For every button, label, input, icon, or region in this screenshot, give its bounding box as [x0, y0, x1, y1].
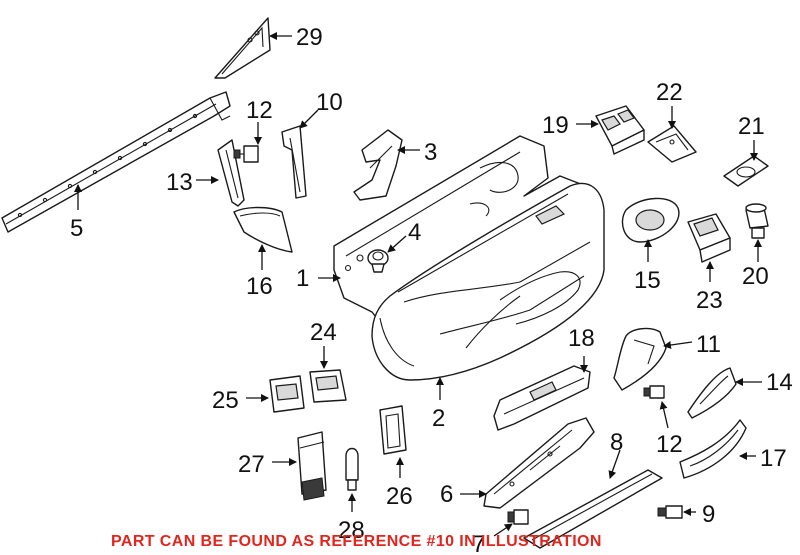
- callout-9: 9: [702, 501, 715, 528]
- part-14-handle-cover: [687, 367, 737, 419]
- part-2-door-trim-panel: [371, 182, 605, 381]
- callout-14: 14: [766, 369, 793, 396]
- part-25-switch: [269, 375, 305, 413]
- callout-11: 11: [696, 331, 721, 358]
- callout-5: 5: [70, 215, 83, 242]
- part-24-lock-switch: [309, 369, 347, 403]
- part-12-screw-upper: [233, 145, 259, 163]
- callout-8: 8: [610, 429, 623, 456]
- callout-23: 23: [696, 287, 723, 314]
- reference-note: PART CAN BE FOUND AS REFERENCE #10 IN IL…: [111, 533, 602, 550]
- part-29-mirror-triangle-trim: [214, 17, 271, 79]
- callout-19: 19: [542, 112, 569, 139]
- callout-15: 15: [634, 267, 661, 294]
- part-20-mirror-adjust-knob: [745, 203, 769, 239]
- part-13-pull-handle-trim: [217, 139, 245, 207]
- part-9-screw: [657, 505, 683, 519]
- callout-21: 21: [738, 113, 765, 140]
- callout-6: 6: [440, 481, 453, 508]
- part-26-courtesy-lamp: [379, 405, 407, 455]
- callout-13: 13: [166, 169, 193, 196]
- part-16-tweeter-cover: [233, 206, 293, 253]
- part-15-speaker-grille: [621, 197, 680, 243]
- callout-12-upper: 12: [246, 97, 273, 124]
- part-19-window-switch-block: [595, 105, 645, 155]
- callout-24: 24: [310, 319, 337, 346]
- part-21-trim-plate: [723, 155, 769, 187]
- callout-7: 7: [472, 531, 485, 555]
- part-3-mounting-bracket: [353, 129, 403, 201]
- callout-3: 3: [424, 139, 437, 166]
- callout-10: 10: [316, 89, 343, 116]
- part-17-pull-handle: [679, 419, 747, 479]
- callout-4: 4: [408, 219, 421, 246]
- callout-26: 26: [386, 483, 413, 510]
- callout-22: 22: [656, 79, 683, 106]
- callout-25: 25: [212, 387, 239, 414]
- part-27-bulb-socket: [297, 431, 327, 501]
- callout-18: 18: [568, 325, 595, 352]
- part-22-switch-bezel: [647, 125, 697, 163]
- part-23-seat-switch: [687, 213, 731, 263]
- callout-17: 17: [760, 445, 787, 472]
- part-11-inner-handle: [613, 327, 667, 391]
- callout-28: 28: [338, 517, 365, 544]
- part-6-lower-trim-carrier: [483, 417, 595, 509]
- callout-labels: 29 5 12 10 13 16 3 4 1 2 19 22 21 15 20 …: [70, 24, 793, 555]
- callout-leaders: [74, 32, 762, 537]
- part-10-handle-bracket: [281, 125, 307, 199]
- callout-12-lower: 12: [656, 431, 683, 458]
- callout-1: 1: [296, 265, 309, 292]
- part-12-screw-lower: [643, 385, 665, 399]
- part-28-bulb: [345, 447, 359, 491]
- callout-27: 27: [238, 451, 265, 478]
- callout-20: 20: [742, 263, 769, 290]
- callout-29: 29: [296, 24, 323, 51]
- callout-16: 16: [246, 273, 273, 300]
- callout-2: 2: [432, 405, 445, 432]
- part-4-retaining-clip: [367, 249, 389, 273]
- part-7-screw: [507, 509, 529, 525]
- part-5-window-belt-seal: [1, 91, 231, 233]
- part-18-armrest-insert: [493, 365, 591, 431]
- part-8-door-pocket-trim: [523, 469, 663, 549]
